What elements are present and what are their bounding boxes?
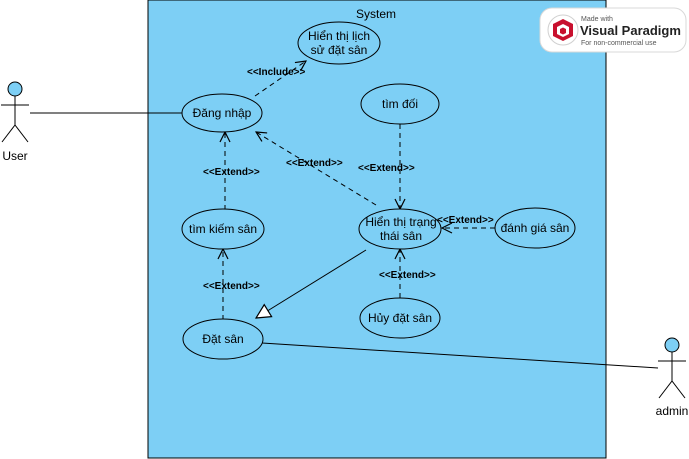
actor-user-head — [7, 81, 23, 97]
use-case-login-label: Đăng nhập — [193, 106, 252, 120]
use-case-search[interactable]: tìm kiếm sân — [181, 208, 265, 250]
use-case-status-label-2: thái sân — [380, 229, 422, 243]
actor-admin-head — [664, 337, 680, 353]
use-case-history[interactable]: Hiển thị lịch sử đặt sân — [297, 21, 381, 65]
stereotype-extend-cancel-status: <<Extend>> — [379, 270, 436, 281]
visual-paradigm-watermark: Made with Visual Paradigm For non-commer… — [539, 7, 687, 53]
generalization-status-book — [256, 249, 367, 318]
stereotype-extend-status-login: <<Extend>> — [286, 158, 343, 169]
system-title: System — [356, 7, 396, 21]
stereotype-extend-search-login: <<Extend>> — [203, 167, 260, 178]
include-login-history — [254, 61, 306, 97]
use-case-cancel[interactable]: Hủy đặt sân — [359, 297, 441, 339]
use-case-rate[interactable]: đánh giá sân — [494, 207, 576, 249]
use-case-status[interactable]: Hiển thị trạng thái sân — [358, 208, 442, 250]
association-admin-book — [261, 342, 659, 369]
use-case-find-label: tìm đối — [382, 97, 418, 111]
watermark-made-with: Made with — [581, 16, 613, 23]
actor-admin[interactable]: admin — [656, 337, 689, 418]
use-case-book-label: Đặt sân — [202, 332, 243, 346]
use-case-cancel-label: Hủy đặt sân — [368, 311, 432, 325]
watermark-note: For non-commercial use — [581, 40, 657, 47]
use-case-login[interactable]: Đăng nhập — [181, 93, 263, 133]
use-case-history-label-1: Hiển thị lịch — [308, 29, 370, 43]
use-case-find[interactable]: tìm đối — [360, 83, 440, 125]
stereotype-extend-rate-status: <<Extend>> — [437, 215, 494, 226]
use-case-book[interactable]: Đặt sân — [182, 318, 264, 360]
use-case-history-label-2: sử đặt sân — [311, 43, 368, 57]
actor-user[interactable]: User — [1, 81, 29, 163]
use-case-status-label-1: Hiển thị trạng — [365, 215, 436, 229]
use-case-rate-label: đánh giá sân — [501, 221, 570, 235]
actor-admin-label: admin — [656, 404, 689, 418]
stereotype-extend-find-status: <<Extend>> — [358, 163, 415, 174]
extend-status-login — [256, 132, 377, 206]
stereotype-extend-book-search: <<Extend>> — [203, 281, 260, 292]
watermark-brand: Visual Paradigm — [580, 23, 681, 38]
use-case-search-label: tìm kiếm sân — [189, 222, 257, 236]
actor-user-label: User — [2, 149, 27, 163]
stereotype-include-login-history: <<Include>> — [247, 67, 306, 78]
visual-paradigm-logo-icon — [547, 14, 579, 46]
